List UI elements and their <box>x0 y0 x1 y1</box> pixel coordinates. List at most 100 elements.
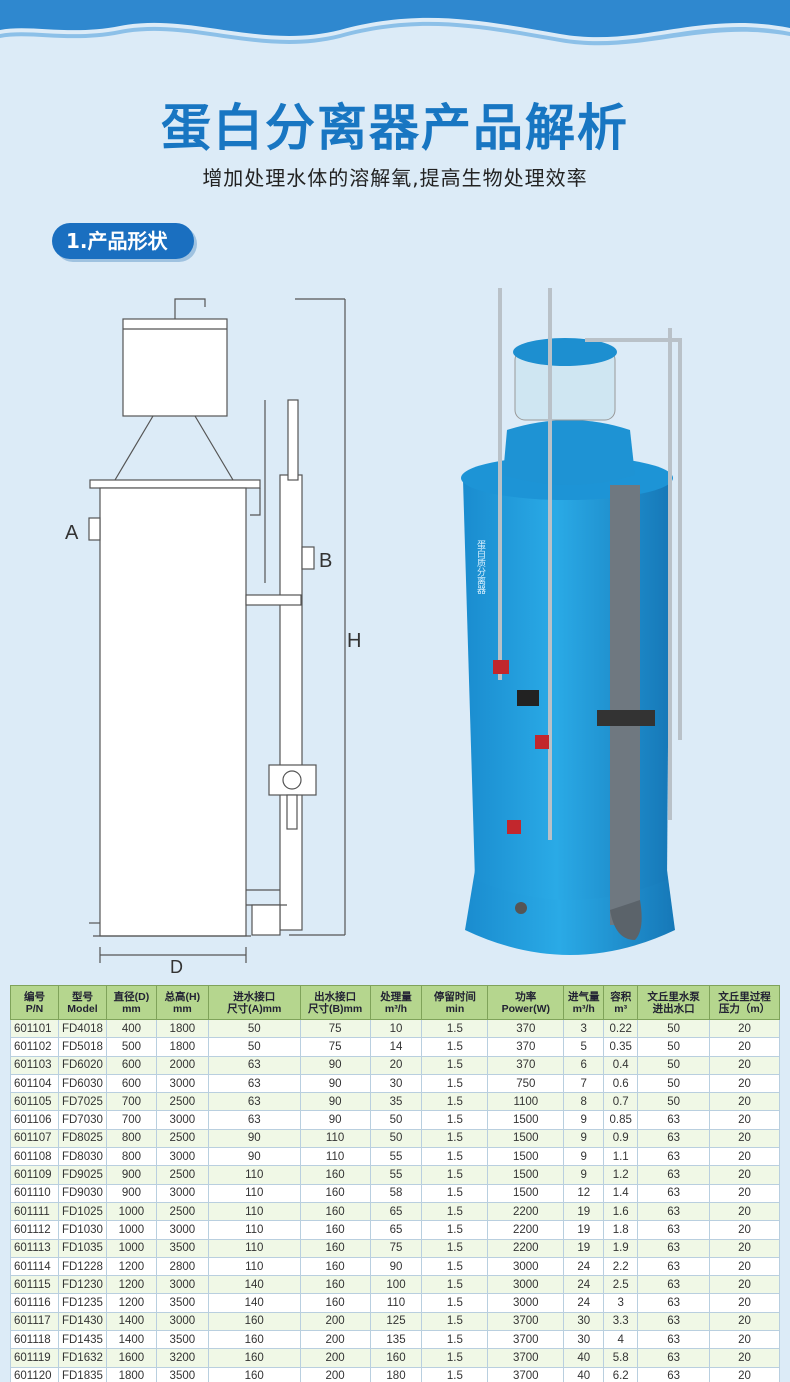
table-cell: 160 <box>299 1183 371 1203</box>
table-cell: 63 <box>637 1183 711 1203</box>
table-cell: 1100 <box>487 1092 565 1112</box>
table-cell: 1200 <box>105 1256 157 1277</box>
table-cell: 2.5 <box>603 1275 639 1295</box>
table-cell: 3000 <box>155 1183 209 1203</box>
table-cell: 20 <box>709 1293 780 1313</box>
table-cell: 5.8 <box>603 1348 639 1368</box>
table-cell: 1.5 <box>421 1037 489 1057</box>
table-cell: 58 <box>369 1183 423 1203</box>
table-cell: 63 <box>637 1311 711 1332</box>
table-cell: 40 <box>563 1348 605 1368</box>
table-cell: 20 <box>709 1055 780 1075</box>
table-cell: 100 <box>369 1275 423 1295</box>
cell-pn: 601110 <box>10 1183 59 1203</box>
cell-model: FD1435 <box>57 1330 107 1350</box>
cell-model: FD1430 <box>57 1311 107 1332</box>
table-cell: 63 <box>637 1110 711 1130</box>
cell-pn: 601111 <box>10 1201 59 1222</box>
table-cell: 55 <box>369 1147 423 1167</box>
column-header: 进水接口尺寸(A)mm <box>207 985 301 1020</box>
table-cell: 160 <box>299 1201 371 1222</box>
table-cell: 20 <box>709 1330 780 1350</box>
table-cell: 1500 <box>487 1147 565 1167</box>
column-header: 文丘里过程压力（m） <box>709 985 780 1020</box>
table-cell: 50 <box>207 1037 301 1057</box>
table-cell: 1800 <box>105 1366 157 1382</box>
table-cell: 50 <box>637 1073 711 1094</box>
page-title: 蛋白分离器产品解析 <box>161 99 629 157</box>
table-cell: 63 <box>207 1073 301 1094</box>
table-cell: 110 <box>207 1256 301 1277</box>
table-cell: 50 <box>369 1110 423 1130</box>
table-cell: 3700 <box>487 1366 565 1382</box>
table-cell: 3 <box>603 1293 639 1313</box>
product-photo: 蛋白质分离器 <box>461 288 682 955</box>
table-cell: 1.5 <box>421 1348 489 1368</box>
table-cell: 1800 <box>155 1018 209 1039</box>
table-cell: 160 <box>299 1275 371 1295</box>
table-cell: 180 <box>369 1366 423 1382</box>
table-cell: 0.7 <box>603 1092 639 1112</box>
cell-pn: 601104 <box>10 1073 59 1094</box>
table-cell: 30 <box>563 1311 605 1332</box>
cell-pn: 601112 <box>10 1220 59 1240</box>
table-cell: 110 <box>369 1293 423 1313</box>
table-cell: 800 <box>105 1128 157 1149</box>
table-cell: 1500 <box>487 1128 565 1149</box>
table-cell: 1400 <box>105 1311 157 1332</box>
table-cell: 900 <box>105 1165 157 1185</box>
table-cell: 700 <box>105 1110 157 1130</box>
table-cell: 135 <box>369 1330 423 1350</box>
table-cell: 3500 <box>155 1330 209 1350</box>
table-cell: 3000 <box>155 1110 209 1130</box>
table-cell: 1.5 <box>421 1293 489 1313</box>
table-cell: 1.9 <box>603 1238 639 1258</box>
table-cell: 1.5 <box>421 1128 489 1149</box>
cell-pn: 601115 <box>10 1275 59 1295</box>
cell-model: FD1230 <box>57 1275 107 1295</box>
table-cell: 24 <box>563 1275 605 1295</box>
table-cell: 1.5 <box>421 1055 489 1075</box>
table-cell: 140 <box>207 1275 301 1295</box>
table-cell: 160 <box>299 1293 371 1313</box>
table-cell: 0.22 <box>603 1018 639 1039</box>
cell-pn: 601106 <box>10 1110 59 1130</box>
table-cell: 500 <box>105 1037 157 1057</box>
table-cell: 20 <box>709 1018 780 1039</box>
table-cell: 3 <box>563 1018 605 1039</box>
table-cell: 50 <box>637 1055 711 1075</box>
table-cell: 55 <box>369 1165 423 1185</box>
table-cell: 0.4 <box>603 1055 639 1075</box>
table-cell: 1.5 <box>421 1366 489 1382</box>
cell-pn: 601108 <box>10 1147 59 1167</box>
table-cell: 160 <box>207 1348 301 1368</box>
table-cell: 160 <box>299 1165 371 1185</box>
table-cell: 63 <box>637 1201 711 1222</box>
table-cell: 1000 <box>105 1201 157 1222</box>
table-cell: 9 <box>563 1147 605 1167</box>
table-cell: 19 <box>563 1238 605 1258</box>
table-cell: 2500 <box>155 1128 209 1149</box>
cell-pn: 601114 <box>10 1256 59 1277</box>
cell-model: FD7030 <box>57 1110 107 1130</box>
table-cell: 3000 <box>487 1256 565 1277</box>
table-cell: 800 <box>105 1147 157 1167</box>
table-cell: 1400 <box>105 1330 157 1350</box>
table-cell: 40 <box>563 1366 605 1382</box>
column-header: 文丘里水泵进出水口 <box>637 985 711 1020</box>
table-cell: 12 <box>563 1183 605 1203</box>
cell-pn: 601109 <box>10 1165 59 1185</box>
cell-model: FD5018 <box>57 1037 107 1057</box>
cell-model: FD1035 <box>57 1238 107 1258</box>
cell-pn: 601101 <box>10 1018 59 1039</box>
table-cell: 6.2 <box>603 1366 639 1382</box>
table-cell: 2500 <box>155 1201 209 1222</box>
